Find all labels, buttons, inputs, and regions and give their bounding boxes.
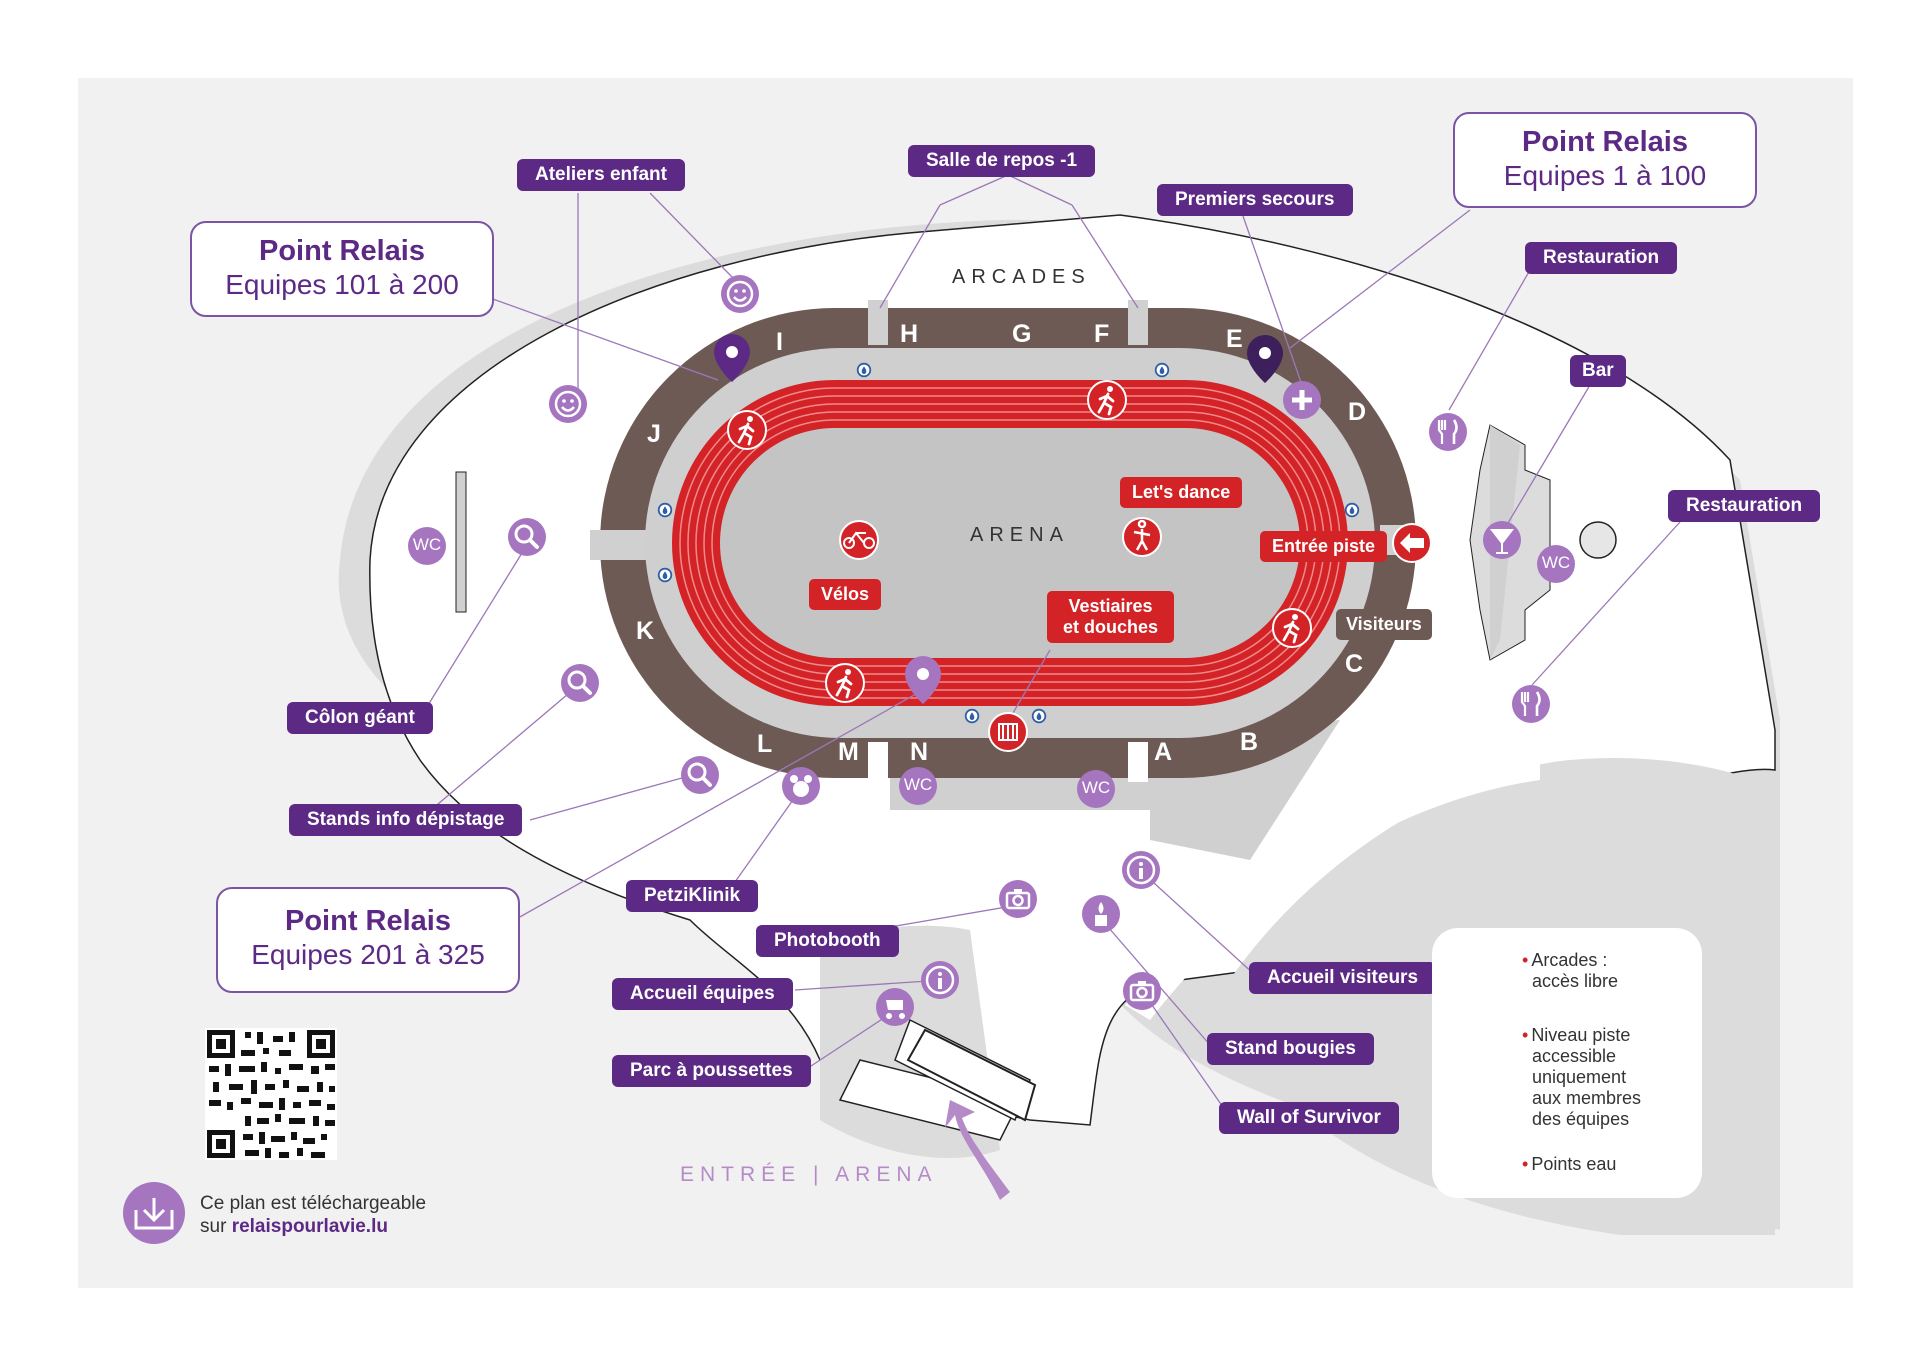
camera-icon xyxy=(1123,972,1161,1010)
velos-label: Vélos xyxy=(809,579,882,610)
ateliers-enfant-label: Ateliers enfant xyxy=(517,159,685,191)
lets-dance-label: Let's dance xyxy=(1120,477,1243,508)
wc-label: WC xyxy=(412,535,442,554)
search-icon xyxy=(561,664,599,702)
legend-arcades-line-2: accès libre xyxy=(1532,971,1619,991)
premiers-secours-label: Premiers secours xyxy=(1157,184,1353,216)
relay-teams: Equipes 101 à 200 xyxy=(225,269,459,300)
section-letter-h: H xyxy=(900,320,919,348)
water-point-icon xyxy=(856,362,872,378)
wall-survivor-label: Wall of Survivor xyxy=(1219,1102,1399,1134)
download-note: Ce plan est téléchargeable sur relaispou… xyxy=(200,1192,426,1238)
legend-arcades: •Arcades : accès libre xyxy=(1522,950,1619,991)
legend-piste-line-1: Niveau piste xyxy=(1531,1025,1631,1045)
restauration-right-label: Restauration xyxy=(1668,490,1821,522)
legend: •Arcades : accès libre •Niveau piste acc… xyxy=(1432,928,1702,1198)
vestiaires-line-1: Vestiaires xyxy=(1068,596,1153,616)
section-letter-b: B xyxy=(1240,728,1259,756)
wc-icon xyxy=(1077,770,1115,808)
section-letter-n: N xyxy=(910,738,929,766)
qr-code xyxy=(205,1028,337,1160)
stands-info-label: Stands info dépistage xyxy=(289,804,523,836)
photobooth-label: Photobooth xyxy=(756,925,899,957)
wc-label: WC xyxy=(1541,553,1571,572)
section-letter-l: L xyxy=(757,730,773,758)
search-icon xyxy=(508,518,546,556)
runner-icon xyxy=(727,410,767,450)
section-letter-d: D xyxy=(1348,398,1367,426)
water-point-icon xyxy=(964,708,980,724)
runner-icon xyxy=(1087,380,1127,420)
water-point-icon xyxy=(1031,708,1047,724)
section-letter-j: J xyxy=(647,420,661,448)
runner-icon xyxy=(825,663,865,703)
section-letter-a: A xyxy=(1154,738,1173,766)
water-point-icon xyxy=(1154,362,1170,378)
relay-point-201-325: Point Relais Equipes 201 à 325 xyxy=(216,887,520,993)
legend-piste-line-4: aux membres xyxy=(1532,1088,1642,1108)
petziklinik-label: PetziKlinik xyxy=(626,880,759,912)
water-point-icon xyxy=(657,502,673,518)
legend-eau-text: Points eau xyxy=(1531,1154,1617,1174)
parc-poussettes-label: Parc à poussettes xyxy=(612,1055,811,1087)
legend-piste-line-2: accessible xyxy=(1532,1046,1617,1066)
relay-teams: Equipes 1 à 100 xyxy=(1503,160,1707,191)
relay-point-101-200: Point Relais Equipes 101 à 200 xyxy=(190,221,494,317)
camera-icon xyxy=(999,880,1037,918)
section-letter-e: E xyxy=(1226,325,1243,353)
section-letter-m: M xyxy=(838,738,859,766)
wc-icon xyxy=(1537,545,1575,583)
download-line-1: Ce plan est téléchargeable xyxy=(200,1193,427,1214)
relay-teams: Equipes 201 à 325 xyxy=(251,939,485,970)
relay-point-1-100: Point Relais Equipes 1 à 100 xyxy=(1453,112,1757,208)
legend-piste-line-5: des équipes xyxy=(1532,1109,1630,1129)
visiteurs-label: Visiteurs xyxy=(1336,609,1432,640)
arcades-label: ARCADES xyxy=(952,266,1091,288)
runner-icon xyxy=(1272,608,1312,648)
restauration-top-label: Restauration xyxy=(1525,242,1678,274)
salle-repos-label: Salle de repos -1 xyxy=(908,145,1096,177)
section-letter-g: G xyxy=(1012,320,1032,348)
water-point-icon xyxy=(657,567,673,583)
wc-label: WC xyxy=(903,775,933,794)
wc-icon xyxy=(899,767,937,805)
download-link[interactable]: relaispourlavie.lu xyxy=(231,1216,388,1237)
smile-icon xyxy=(721,275,759,313)
entree-piste-label: Entrée piste xyxy=(1260,531,1388,562)
search-icon xyxy=(681,756,719,794)
relay-title: Point Relais xyxy=(259,235,425,267)
accueil-equipes-label: Accueil équipes xyxy=(612,978,793,1010)
section-letter-k: K xyxy=(636,617,655,645)
vestiaires-line-2: et douches xyxy=(1063,617,1159,637)
fork-knife-icon xyxy=(1512,685,1550,723)
wc-icon xyxy=(408,527,446,565)
vestiaires-label: Vestiaires et douches xyxy=(1047,591,1175,643)
legend-eau: •Points eau xyxy=(1522,1154,1617,1174)
legend-piste-line-3: uniquement xyxy=(1532,1067,1627,1087)
legend-piste: •Niveau piste accessible uniquement aux … xyxy=(1522,1025,1642,1129)
relay-title: Point Relais xyxy=(285,905,451,937)
legend-arcades-line-1: Arcades : xyxy=(1531,950,1608,970)
water-point-icon xyxy=(1344,502,1360,518)
bicycle-icon xyxy=(839,520,879,560)
arena-label: ARENA xyxy=(970,524,1069,546)
colon-geant-label: Côlon géant xyxy=(287,702,433,734)
bar-label: Bar xyxy=(1570,355,1626,387)
section-letter-f: F xyxy=(1094,320,1110,348)
download-line-2-prefix: sur xyxy=(200,1216,232,1237)
accueil-visiteurs-label: Accueil visiteurs xyxy=(1249,962,1437,994)
section-letter-i: I xyxy=(776,328,783,356)
fork-knife-icon xyxy=(1429,413,1467,451)
relay-title: Point Relais xyxy=(1522,126,1688,158)
section-letter-c: C xyxy=(1345,650,1364,678)
wc-label: WC xyxy=(1081,778,1111,797)
smile-icon xyxy=(549,385,587,423)
entrance-label: ENTRÉE | ARENA xyxy=(680,1163,938,1186)
stand-bougies-label: Stand bougies xyxy=(1207,1033,1374,1065)
